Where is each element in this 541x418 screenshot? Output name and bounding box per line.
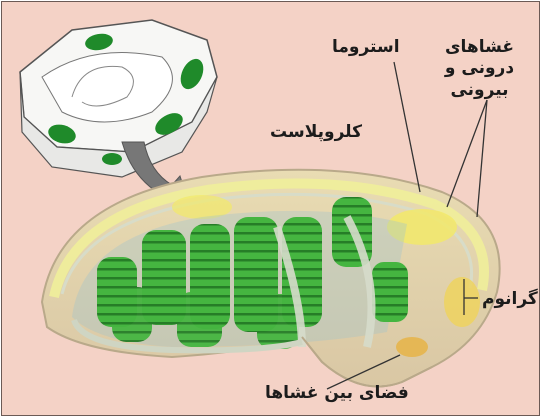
label-stroma: استروما bbox=[332, 37, 400, 58]
chloroplast-cross-section bbox=[42, 170, 500, 387]
label-granum: گرانوم bbox=[482, 289, 538, 310]
plant-cell-illustration bbox=[20, 20, 217, 177]
label-intermembrane-space: فضای بین غشاها bbox=[265, 383, 409, 404]
label-inner-outer-membranes: غشاهای درونی و بیرونی bbox=[420, 37, 539, 101]
label-chloroplast: کلروپلاست bbox=[270, 122, 362, 143]
